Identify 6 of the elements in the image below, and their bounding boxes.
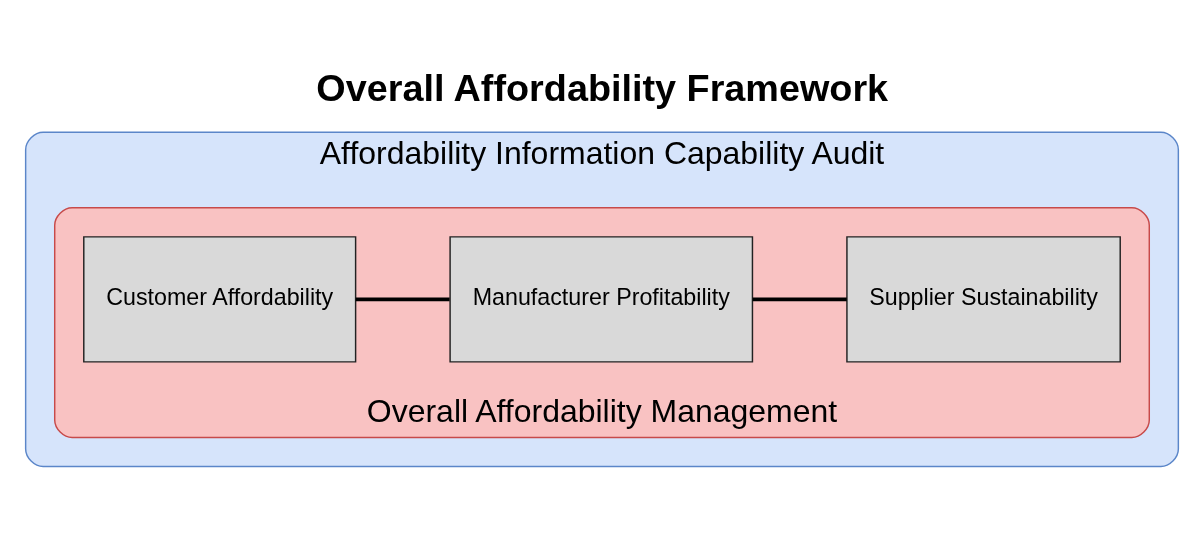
node-box: Manufacturer Profitability (449, 236, 754, 363)
connector (752, 297, 847, 302)
node-box: Customer Affordability (83, 236, 357, 363)
diagram-title: Overall Affordability Framework (316, 67, 889, 110)
node-box: Supplier Sustainability (846, 236, 1121, 363)
connector (355, 297, 450, 302)
